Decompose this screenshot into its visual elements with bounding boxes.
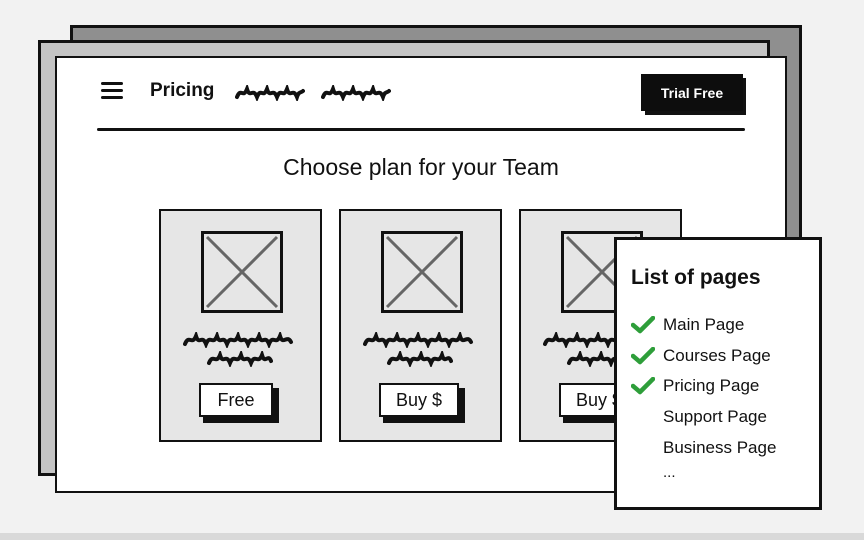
plan-card-buy: Buy $: [339, 209, 502, 442]
hamburger-menu-icon[interactable]: [101, 82, 123, 100]
plan-description-scribble: [387, 351, 453, 367]
image-placeholder-icon: [381, 231, 463, 313]
trial-free-button[interactable]: Trial Free: [641, 74, 743, 111]
page-item-business[interactable]: Business Page: [631, 435, 776, 466]
page-item-label: Support Page: [663, 407, 767, 427]
nav-link-scribble-1[interactable]: [235, 85, 305, 101]
page-item-label: Business Page: [663, 437, 777, 457]
page-item-support[interactable]: Support Page: [631, 404, 776, 435]
plan-description-scribble: [363, 332, 473, 348]
pages-ellipsis: ...: [663, 464, 676, 481]
page-item-courses[interactable]: Courses Page: [631, 343, 776, 374]
page-item-main[interactable]: Main Page: [631, 312, 776, 343]
checkmark-icon: [631, 316, 655, 334]
buy-plan-button[interactable]: Buy $: [379, 383, 459, 417]
nav-link-scribble-2[interactable]: [321, 85, 391, 101]
image-placeholder-icon: [201, 231, 283, 313]
plan-description-scribble: [183, 332, 293, 348]
page-item-label: Pricing Page: [663, 376, 760, 396]
nav-title: Pricing: [150, 80, 215, 101]
list-of-pages-panel: List of pages Main Page Courses Page Pri…: [614, 237, 822, 510]
page-item-label: Main Page: [663, 315, 745, 334]
checkmark-icon: [631, 346, 655, 364]
page-item-label: Courses Page: [663, 345, 771, 365]
free-plan-button[interactable]: Free: [199, 383, 273, 417]
checkmark-icon: [631, 377, 655, 395]
nav-divider: [97, 128, 745, 131]
page-item-pricing[interactable]: Pricing Page: [631, 373, 776, 404]
pages-list: Main Page Courses Page Pricing Page Supp…: [631, 312, 776, 465]
page-heading: Choose plan for your Team: [283, 154, 559, 180]
plan-card-free: Free: [159, 209, 322, 442]
plan-description-scribble: [207, 351, 273, 367]
bottom-band: [0, 533, 864, 540]
pages-panel-title: List of pages: [631, 266, 761, 289]
